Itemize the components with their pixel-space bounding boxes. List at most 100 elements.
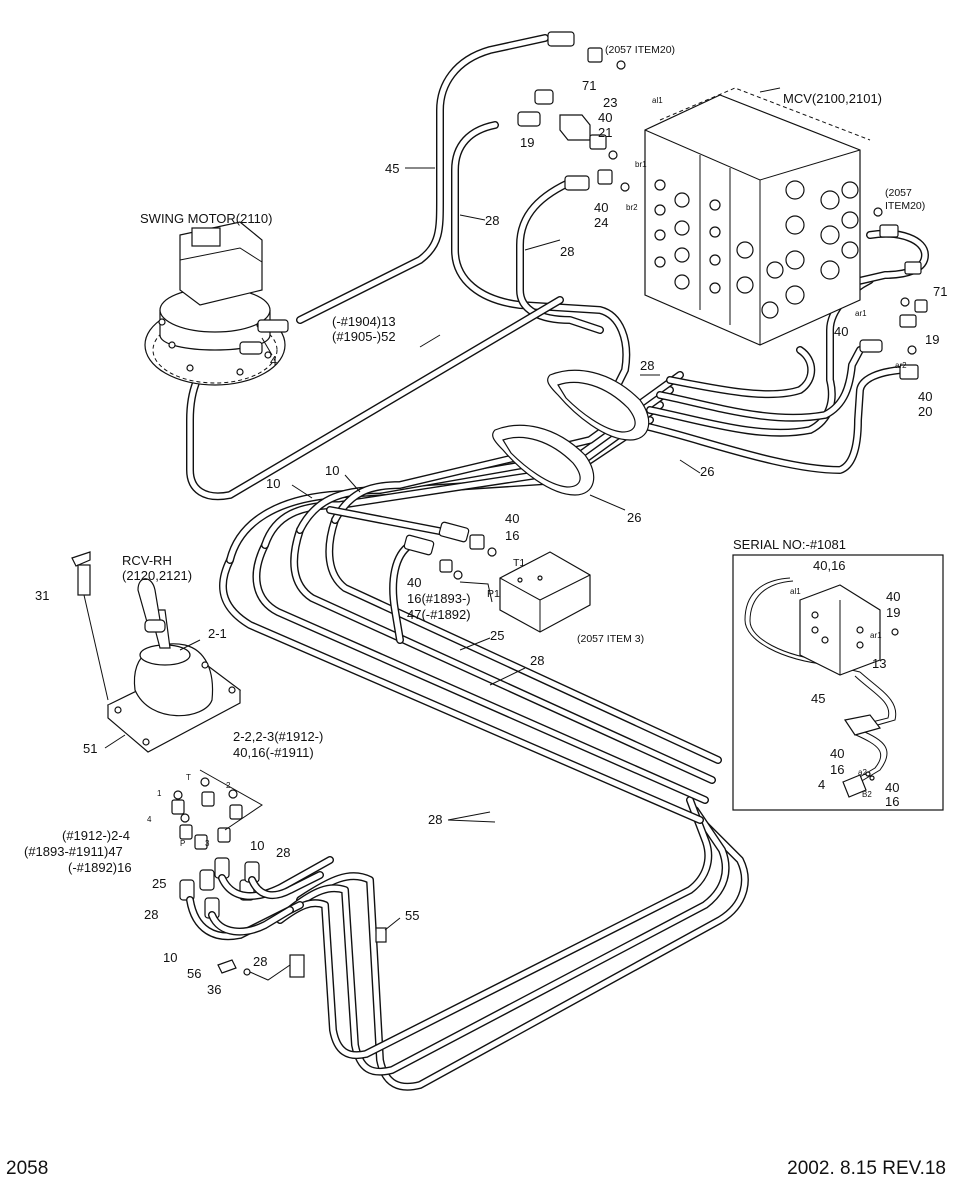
callout-55: 55	[405, 908, 419, 923]
inset-label-h: 4	[818, 777, 825, 792]
callout-40b: 40	[594, 200, 608, 215]
callout-10d: 10	[163, 950, 177, 965]
callout-51: 51	[83, 741, 97, 756]
clamp-rings	[492, 369, 650, 496]
callout-13a: (-#1904)13	[332, 314, 396, 329]
callout-28g: 28	[253, 954, 267, 969]
callout-31: 31	[35, 588, 49, 603]
callout-40d: 40	[918, 389, 932, 404]
callout-4: 4	[270, 353, 277, 368]
callout-28c: 28	[640, 358, 654, 373]
callout-2-2b: 40,16(-#1911)	[233, 745, 314, 760]
port-br2: br2	[626, 203, 638, 212]
callout-28d: 28	[530, 653, 544, 668]
rcv-hoses	[186, 856, 334, 941]
port-p: P	[180, 839, 185, 848]
callout-28b: 28	[560, 244, 574, 259]
port-br1: br1	[635, 160, 647, 169]
inset-title: SERIAL NO:-#1081	[733, 537, 846, 552]
callout-26a: 26	[700, 464, 714, 479]
callout-20: 20	[918, 404, 932, 419]
inset-label-b: 40	[886, 589, 900, 604]
label-2057-item20-a: (2057 ITEM20)	[605, 44, 675, 56]
port-al1: al1	[652, 96, 663, 105]
inset-label-e: 45	[811, 691, 825, 706]
port-2: 2	[226, 781, 231, 790]
label-rcv-1: RCV-RH	[122, 553, 172, 568]
label-rcv-2: (2120,2121)	[122, 568, 192, 583]
callout-2-1: 2-1	[208, 626, 227, 641]
label-2057-b2: ITEM20)	[885, 200, 925, 212]
screw-31	[71, 551, 109, 701]
callout-16b-2: 47(-#1892)	[407, 607, 471, 622]
callout-28f: 28	[144, 907, 158, 922]
inset-label-d: 13	[872, 656, 886, 671]
callout-10b: 10	[325, 463, 339, 478]
callout-19b: 19	[925, 332, 939, 347]
callout-28a: 28	[485, 213, 499, 228]
label-mcv: MCV(2100,2101)	[783, 91, 882, 106]
t1-block	[459, 551, 591, 633]
port-ar1: ar1	[855, 309, 867, 318]
callout-25a: 25	[490, 628, 504, 643]
callout-2-2a: 2-2,2-3(#1912-)	[233, 729, 323, 744]
callout-21: 21	[598, 125, 612, 140]
mcv-fittings	[239, 31, 928, 380]
pipe-bundle	[186, 34, 929, 1091]
page-number: 2058	[6, 1158, 49, 1179]
port-1: 1	[157, 789, 162, 798]
inset-label-g: 16	[830, 762, 844, 777]
callout-71a: 71	[582, 78, 596, 93]
port-3: 3	[205, 839, 210, 848]
callout-16b-1: 16(#1893-)	[407, 591, 471, 606]
inset-port-ar1: ar1	[870, 631, 882, 640]
callout-2-4a: (#1912-)2-4	[62, 828, 130, 843]
callout-24: 24	[594, 215, 608, 230]
leader-lines	[104, 87, 781, 931]
inset-label-a: 40,16	[813, 558, 846, 573]
inset-label-c: 19	[886, 605, 900, 620]
callout-28e: 28	[276, 845, 290, 860]
callout-45: 45	[385, 161, 399, 176]
callout-40f: 40	[407, 575, 421, 590]
callout-2-4c: (-#1892)16	[68, 860, 132, 875]
callout-16a: 16	[505, 528, 519, 543]
port-ar2: ar2	[895, 361, 907, 370]
callout-25b: 25	[152, 876, 166, 891]
port-t1: T1	[513, 557, 525, 569]
inset-port-b2: B2	[862, 790, 872, 799]
callout-40c: 40	[834, 324, 848, 339]
mcv-ports	[654, 179, 859, 319]
labels: SWING MOTOR(2110) MCV(2100,2101) (2057 I…	[24, 44, 947, 997]
inset-label-j: 16	[885, 794, 899, 809]
port-p1: P1	[487, 588, 500, 600]
mcv-valve-block	[644, 87, 871, 346]
inset-label-f: 40	[830, 746, 844, 761]
inset-serial	[732, 554, 944, 811]
callout-36: 36	[207, 982, 221, 997]
revision-date: 2002. 8.15 REV.18	[787, 1158, 946, 1179]
callout-23: 23	[603, 95, 617, 110]
callout-71b: 71	[933, 284, 947, 299]
callout-13b: (#1905-)52	[332, 329, 396, 344]
label-swing-motor: SWING MOTOR(2110)	[140, 211, 272, 226]
callout-19a: 19	[520, 135, 534, 150]
callout-2-4b: (#1893-#1911)47	[24, 844, 123, 859]
inset-port-a2: a2	[858, 768, 867, 777]
label-2057-item3: (2057 ITEM 3)	[577, 633, 644, 645]
callout-10a: 10	[266, 476, 280, 491]
port-t: T	[186, 773, 191, 782]
fittings-t1	[403, 521, 497, 580]
inset-label-i: 40	[885, 780, 899, 795]
callout-10c: 10	[250, 838, 264, 853]
inset-port-al1: al1	[790, 587, 801, 596]
callout-26b: 26	[627, 510, 641, 525]
label-2057-b1: (2057	[885, 187, 912, 199]
port-4: 4	[147, 815, 152, 824]
swing-motor	[144, 221, 286, 386]
bracket-55	[217, 927, 387, 981]
callout-56: 56	[187, 966, 201, 981]
callout-40e: 40	[505, 511, 519, 526]
callout-40a: 40	[598, 110, 612, 125]
